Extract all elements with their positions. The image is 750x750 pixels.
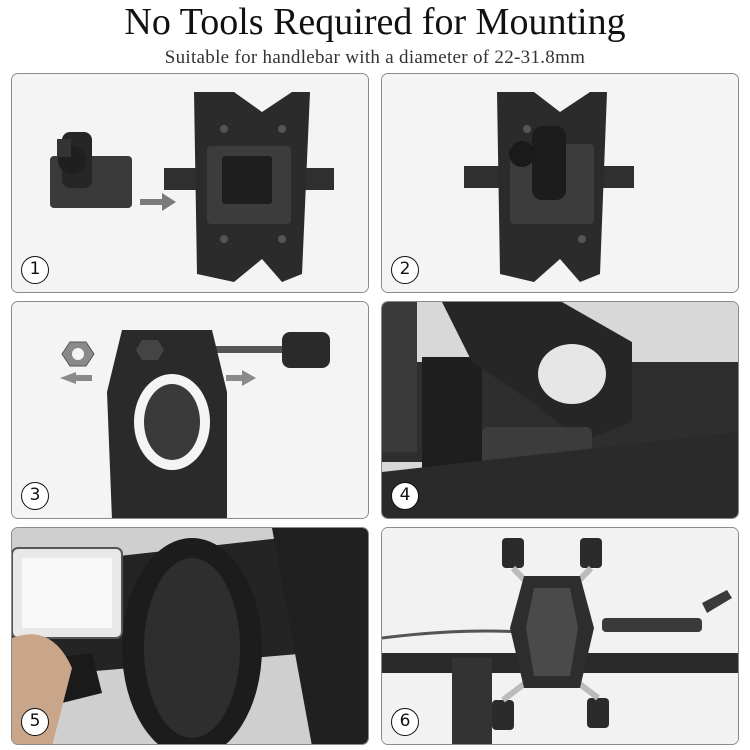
mounted-holder-image xyxy=(382,528,738,744)
tightening-knob-image xyxy=(12,528,368,744)
step-panel-2: 2 xyxy=(381,73,739,293)
clamp-attached-image xyxy=(382,74,738,292)
clamp-on-handlebar-image xyxy=(382,302,738,518)
step-panel-6: 6 xyxy=(381,527,739,745)
bracket-and-clamp-image xyxy=(12,74,368,292)
page-title: No Tools Required for Mounting xyxy=(124,1,626,43)
step-panel-1: 1 xyxy=(11,73,369,293)
step-number-6: 6 xyxy=(391,708,419,736)
step-panel-4: 4 xyxy=(381,301,739,519)
step-number-1: 1 xyxy=(21,256,49,284)
clamp-disassembled-image xyxy=(12,302,368,518)
page-subtitle: Suitable for handlebar with a diameter o… xyxy=(164,47,586,68)
step-panel-3: 3 xyxy=(11,301,369,519)
step-number-5: 5 xyxy=(21,708,49,736)
step-number-2: 2 xyxy=(391,256,419,284)
step-panel-5: 5 xyxy=(11,527,369,745)
step-number-3: 3 xyxy=(21,482,49,510)
step-number-4: 4 xyxy=(391,482,419,510)
